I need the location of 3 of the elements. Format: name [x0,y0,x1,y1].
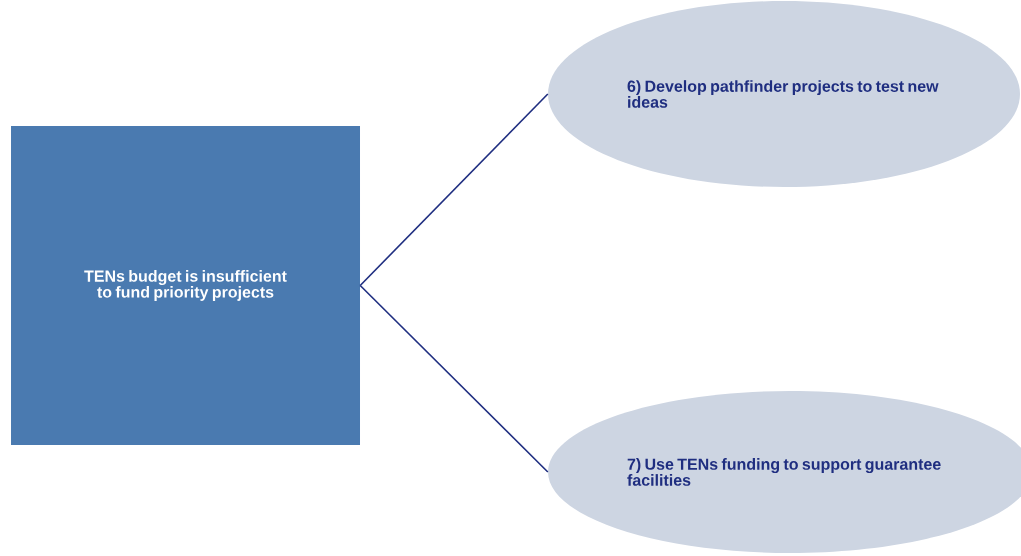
connector-line [359,284,549,473]
problem-box: TENs budget is insufficient to fund priority projects [11,126,360,445]
connector-line [359,93,549,287]
